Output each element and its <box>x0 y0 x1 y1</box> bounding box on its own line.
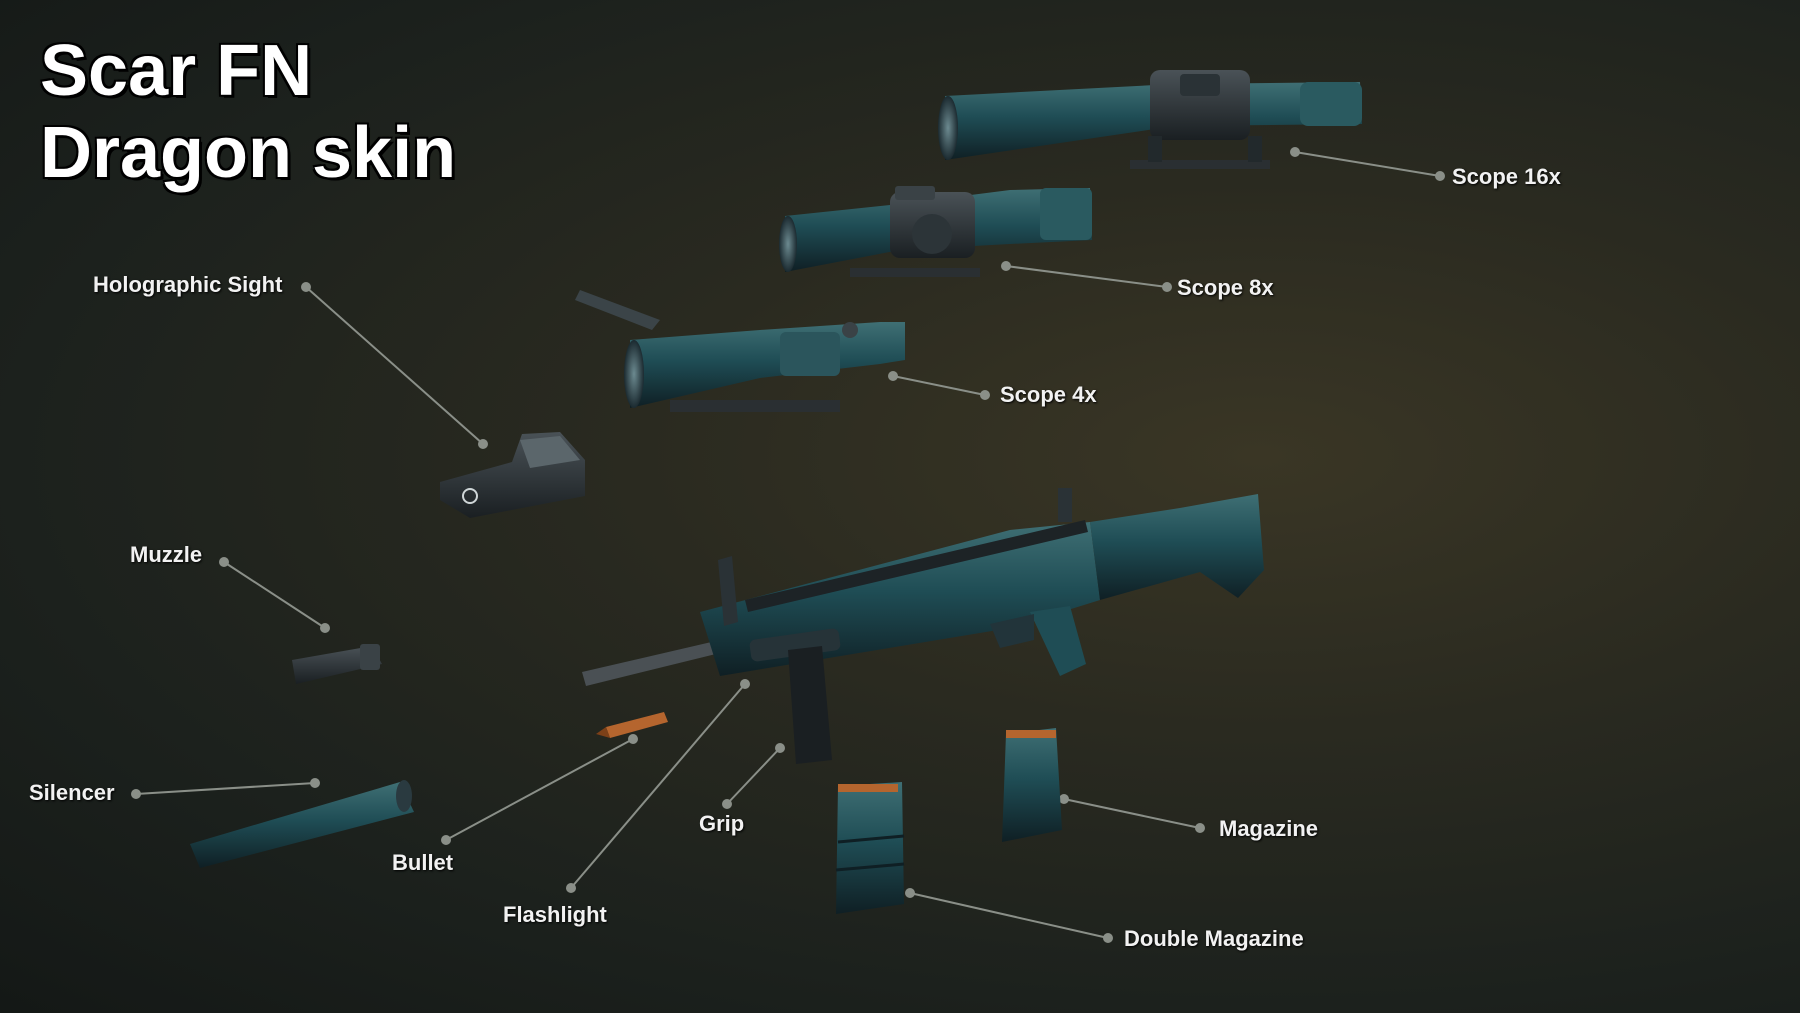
label-flashlight: Flashlight <box>503 902 607 927</box>
leader-bullet <box>445 738 634 841</box>
label-scope-8x: Scope 8x <box>1177 275 1274 300</box>
label-grip: Grip <box>699 811 745 836</box>
leader-scope-4x <box>892 375 986 396</box>
label-holographic-sight: Holographic Sight <box>93 272 283 297</box>
leader-grip <box>726 747 781 805</box>
label-scope-16x: Scope 16x <box>1452 164 1561 189</box>
leader-muzzle <box>223 561 326 629</box>
scope-4x-model <box>575 290 905 412</box>
leader-scope-16x <box>1294 151 1441 177</box>
leader-magazine <box>1063 798 1201 829</box>
title-line-1: Scar FN <box>40 31 313 111</box>
scope-8x-model <box>779 186 1092 277</box>
label-silencer: Silencer <box>29 780 115 805</box>
label-muzzle: Muzzle <box>130 542 203 567</box>
label-magazine: Magazine <box>1219 816 1319 841</box>
holographic-sight-model <box>440 432 585 518</box>
muzzle-model <box>292 644 382 684</box>
label-double-magazine: Double Magazine <box>1124 926 1304 951</box>
label-bullet: Bullet <box>392 850 454 875</box>
leader-double-magazine <box>909 892 1109 939</box>
double-magazine-model <box>835 782 905 914</box>
leader-flashlight <box>570 683 746 889</box>
leader-silencer <box>135 782 316 795</box>
title-line-2: Dragon skin <box>40 113 457 193</box>
leader-lines <box>131 147 1445 943</box>
label-scope-4x: Scope 4x <box>1000 382 1097 407</box>
leader-scope-8x <box>1005 265 1168 288</box>
bullet-model <box>596 712 668 738</box>
page-title: Scar FN Dragon skin <box>40 30 456 194</box>
leader-holographic-sight <box>305 286 484 445</box>
silencer-model <box>190 780 414 868</box>
magazine-model <box>1002 728 1062 842</box>
rifle-model <box>582 488 1264 764</box>
scope-16x-model <box>938 70 1362 169</box>
